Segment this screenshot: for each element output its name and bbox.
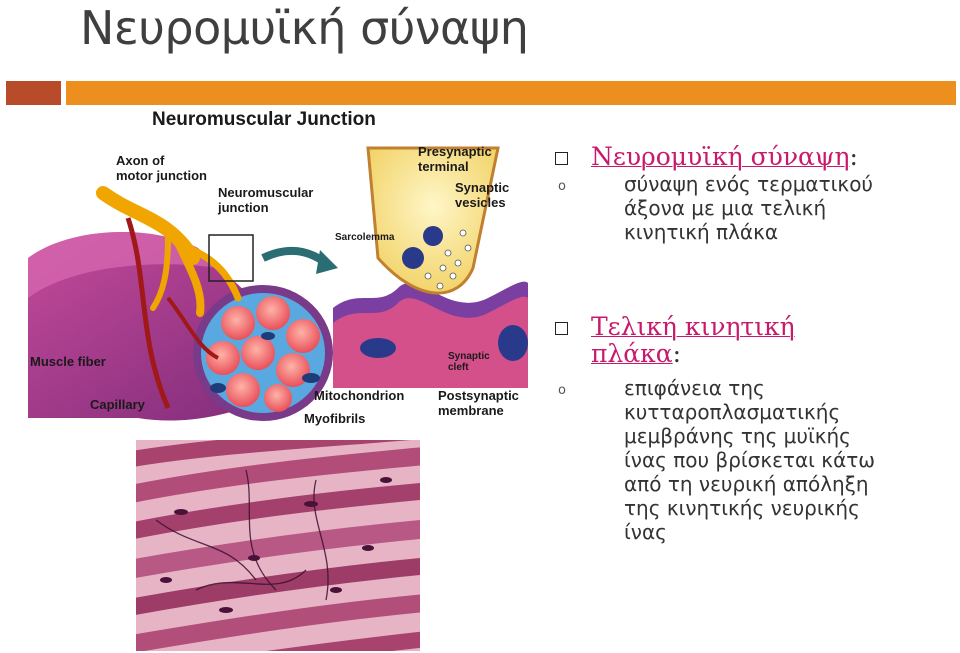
- label-muscle-fiber: Muscle fiber: [30, 354, 106, 369]
- bullet-heading: Τελική κινητική πλάκα:: [591, 312, 795, 368]
- bullet-heading: Νευρομυϊκή σύναψη:: [591, 142, 858, 171]
- label-cleft-line1: Synaptic: [448, 351, 490, 362]
- hollow-square-bullet-icon: [555, 322, 568, 335]
- label-nmj-line1: Neuromuscular: [218, 185, 314, 200]
- hollow-square-bullet-icon: [555, 152, 568, 165]
- label-myofibrils: Myofibrils: [304, 411, 366, 426]
- label-presyn-line2: terminal: [418, 159, 469, 174]
- bullet-nmj: Νευρομυϊκή σύναψη: o σύναψη ενός τερματι…: [555, 143, 955, 261]
- sub-bullet-text: σύναψη ενός τερματικού άξονα με μια τελι…: [624, 172, 874, 244]
- bullet-endplate: Τελική κινητική πλάκα: o επιφάνεια της κ…: [555, 313, 955, 603]
- micrograph-image: [136, 440, 420, 651]
- label-postsyn-line1: Postsynaptic: [438, 388, 519, 403]
- accent-bar-right: [66, 81, 956, 105]
- sub-bullet-text: επιφάνεια της κυτταροπλασματικής μεμβράν…: [624, 376, 876, 544]
- label-vesicles-line1: Synaptic: [455, 180, 510, 195]
- label-axon-line1: Axon of: [116, 153, 165, 168]
- bullet-list: Νευρομυϊκή σύναψη: o σύναψη ενός τερματι…: [555, 143, 955, 603]
- slide-title: Νευρομυϊκή σύναψη: [80, 1, 529, 55]
- label-sarcolemma: Sarcolemma: [335, 232, 395, 243]
- neuromuscular-junction-diagram: Neuromuscular Junction Axon of motor jun…: [28, 108, 548, 448]
- label-vesicles-line2: vesicles: [455, 195, 506, 210]
- hollow-circle-bullet-icon: o: [558, 383, 566, 398]
- hollow-circle-bullet-icon: o: [558, 179, 566, 194]
- label-postsyn-line2: membrane: [438, 403, 504, 418]
- label-cleft-line2: cleft: [448, 362, 469, 373]
- muscle-micrograph: [136, 440, 420, 651]
- diagram-illustration: [28, 146, 528, 421]
- diagram-title: Neuromuscular Junction: [152, 109, 376, 130]
- label-presyn-line1: Presynaptic: [418, 144, 492, 159]
- label-mitochondrion: Mitochondrion: [314, 388, 405, 403]
- label-nmj-line2: junction: [218, 200, 269, 215]
- label-capillary: Capillary: [90, 397, 145, 412]
- label-axon-line2: motor junction: [116, 168, 207, 183]
- accent-bar-left: [6, 81, 61, 105]
